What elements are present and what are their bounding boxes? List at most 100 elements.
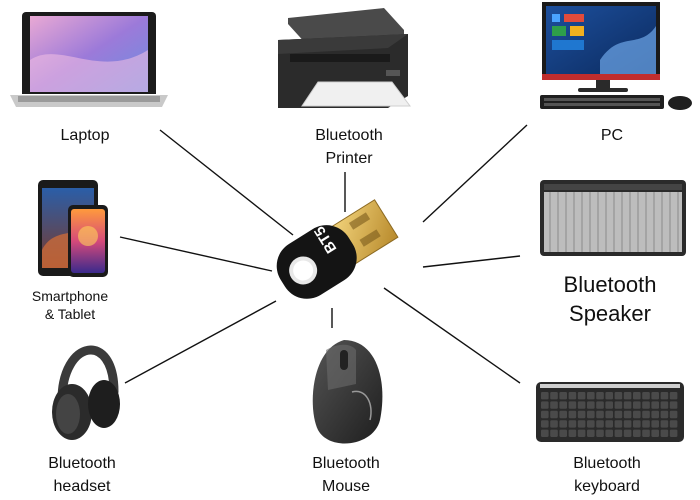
- keyboard-key: [623, 429, 632, 437]
- keyboard-key: [642, 420, 650, 428]
- keyboard-key: [623, 401, 632, 409]
- keyboard-key: [577, 420, 586, 428]
- keyboard-key: [550, 420, 558, 428]
- keyboard-key: [559, 392, 567, 400]
- keyboard-key: [550, 410, 558, 419]
- label-laptop: Laptop: [60, 127, 110, 144]
- keyboard-key: [596, 429, 604, 437]
- connector-speaker: [422, 255, 521, 268]
- keyboard-key: [669, 420, 678, 428]
- keyboard-key: [587, 429, 595, 437]
- keyboard-key: [550, 392, 558, 400]
- keyboard-key: [559, 401, 567, 409]
- keyboard-icon: [536, 382, 684, 442]
- keyboard-key: [660, 392, 669, 400]
- keyboard-key: [614, 392, 623, 400]
- keyboard-key: [587, 401, 595, 409]
- keyboard-key: [669, 401, 678, 409]
- desktop-pc-icon: [540, 2, 692, 110]
- keyboard-key: [605, 410, 613, 419]
- keyboard-key: [596, 420, 604, 428]
- keyboard-key: [669, 410, 678, 419]
- keyboard-key: [605, 392, 613, 400]
- label-printer: Bluetooth Printer: [315, 127, 383, 167]
- connector-pc: [422, 124, 528, 223]
- label-keyboard: Bluetooth keyboard: [573, 455, 641, 495]
- keyboard-key: [660, 420, 669, 428]
- keyboard-key: [651, 401, 659, 409]
- keyboard-key: [633, 401, 641, 409]
- keyboard-key: [614, 401, 623, 409]
- keyboard-key: [660, 401, 669, 409]
- keyboard-key: [605, 429, 613, 437]
- keyboard-key: [651, 429, 659, 437]
- keyboard-key: [614, 420, 623, 428]
- keyboard-key: [605, 420, 613, 428]
- keyboard-key: [559, 429, 567, 437]
- connector-headset: [124, 300, 277, 384]
- keyboard-key: [605, 401, 613, 409]
- connector-keyboard: [383, 287, 521, 384]
- keyboard-key: [651, 410, 659, 419]
- smartphone-tablet-icon: [38, 180, 108, 277]
- keyboard-key: [541, 429, 549, 437]
- keyboard-key: [633, 410, 641, 419]
- keyboard-key: [541, 420, 549, 428]
- connector-lines: [119, 124, 528, 384]
- keyboard-key: [642, 410, 650, 419]
- keyboard-key: [587, 410, 595, 419]
- keyboard-key: [596, 410, 604, 419]
- label-mouse: Bluetooth Mouse: [312, 455, 380, 495]
- keyboard-key: [633, 392, 641, 400]
- keyboard-key: [651, 392, 659, 400]
- keyboard-key: [568, 429, 577, 437]
- keyboard-key: [568, 401, 577, 409]
- keyboard-key: [559, 410, 567, 419]
- keyboard-key: [623, 420, 632, 428]
- keyboard-key: [669, 392, 678, 400]
- keyboard-key: [596, 392, 604, 400]
- keyboard-key: [577, 392, 586, 400]
- keyboard-key: [577, 429, 586, 437]
- keyboard-key: [669, 429, 678, 437]
- keyboard-key: [550, 429, 558, 437]
- keyboard-key: [660, 429, 669, 437]
- keyboard-key: [614, 429, 623, 437]
- keyboard-key: [541, 392, 549, 400]
- keyboard-key: [577, 401, 586, 409]
- keyboard-key: [642, 401, 650, 409]
- label-headset: Bluetooth headset: [48, 455, 116, 495]
- keyboard-key: [568, 410, 577, 419]
- printer-icon: [278, 8, 411, 108]
- keyboard-key: [642, 429, 650, 437]
- keyboard-key: [577, 410, 586, 419]
- keyboard-key: [541, 401, 549, 409]
- keyboard-key: [623, 392, 632, 400]
- bluetooth-adapter-icon: BT5.0: [276, 199, 399, 299]
- connector-smartphone: [119, 236, 273, 272]
- keyboard-key: [596, 401, 604, 409]
- label-speaker: Bluetooth Speaker: [563, 272, 657, 326]
- label-pc: PC: [600, 127, 624, 144]
- keyboard-key: [660, 410, 669, 419]
- speaker-icon: [540, 180, 686, 256]
- keyboard-key: [550, 401, 558, 409]
- keyboard-key: [559, 420, 567, 428]
- keyboard-key: [642, 392, 650, 400]
- connector-laptop: [159, 129, 294, 236]
- keyboard-key: [568, 392, 577, 400]
- keyboard-key: [541, 410, 549, 419]
- mouse-icon: [312, 340, 383, 444]
- keyboard-key: [633, 429, 641, 437]
- headset-icon: [52, 345, 120, 440]
- keyboard-key: [623, 410, 632, 419]
- keyboard-key: [633, 420, 641, 428]
- keyboard-key: [568, 420, 577, 428]
- keyboard-key: [587, 392, 595, 400]
- laptop-icon: [10, 12, 168, 107]
- keyboard-key: [651, 420, 659, 428]
- keyboard-key: [587, 420, 595, 428]
- label-smartphone: Smartphone & Tablet: [31, 288, 109, 322]
